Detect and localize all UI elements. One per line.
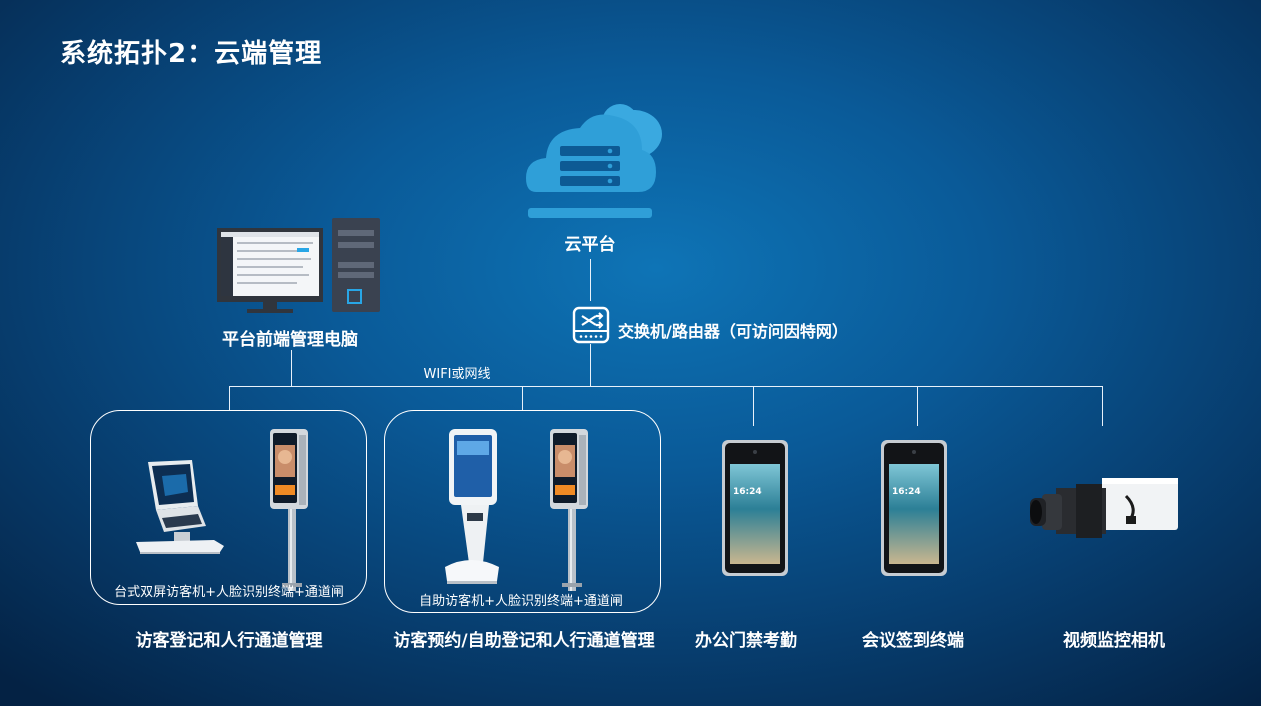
pc-label: 平台前端管理电脑 [222,330,358,350]
group1-label: 访客登记和人行通道管理 [135,631,323,651]
switch-router-label: 交换机/路由器（可访问因特网） [618,322,848,341]
camera-label: 视频监控相机 [1063,631,1165,651]
page-title: 系统拓扑2：云端管理 [60,39,323,69]
dual-screen-kiosk-icon [134,456,226,554]
drop-line-5 [1102,386,1103,426]
face-terminal-turnstile-icon-2 [548,427,594,593]
access-terminal-time: 16:24 [733,487,762,497]
desktop-computer-icon [217,218,383,316]
meeting-terminal-time: 16:24 [892,487,921,497]
group-box-desktop-visitor [90,410,367,605]
switch-router-icon [572,306,610,344]
group1-caption: 台式双屏访客机+人脸识别终端+通道闸 [114,585,344,600]
drop-line-1 [229,386,230,411]
cloud-platform-label: 云平台 [564,235,616,255]
self-service-kiosk-icon [443,427,499,585]
drop-line-4 [917,386,918,426]
meeting-signin-terminal-icon: 16:24 [881,440,947,576]
access-control-terminal-icon: 16:24 [722,440,788,576]
group-box-self-service [384,410,661,613]
group2-caption: 自助访客机+人脸识别终端+通道闸 [419,594,623,609]
surveillance-camera-icon [1026,474,1180,546]
pc-bus-link [291,350,292,387]
access-control-label: 办公门禁考勤 [695,631,797,651]
face-terminal-turnstile-icon-1 [268,427,314,593]
cloud-server-icon [522,100,670,224]
network-bus-line [229,386,1103,387]
cloud-switch-link [590,259,591,301]
drop-line-2 [522,386,523,411]
link-type-label: WIFI或网线 [423,367,491,382]
group2-label: 访客预约/自助登记和人行通道管理 [393,631,655,651]
switch-bus-link [590,344,591,387]
drop-line-3 [753,386,754,426]
meeting-signin-label: 会议签到终端 [862,631,964,651]
